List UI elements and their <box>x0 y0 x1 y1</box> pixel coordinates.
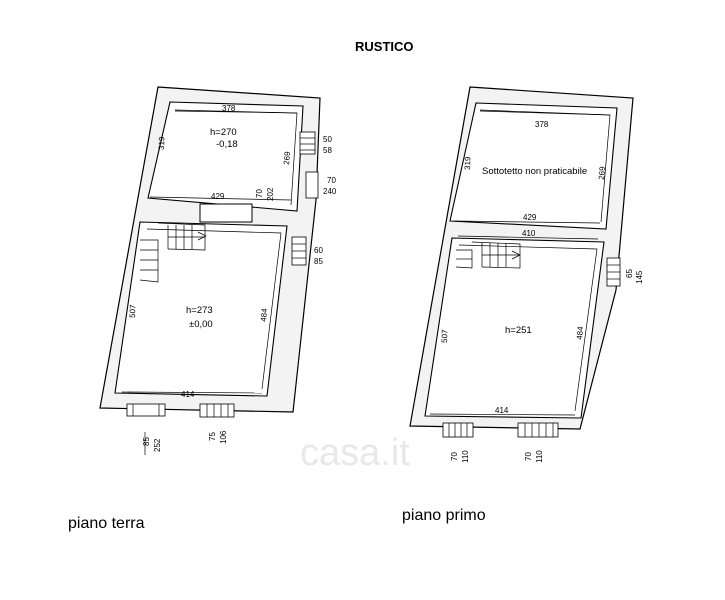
ground-top-room-level: -0,18 <box>216 139 238 150</box>
ground-dim-win1-h: 58 <box>323 146 332 155</box>
ground-dim-mid-v1: 70 <box>255 189 264 198</box>
first-main-room-height: h=251 <box>505 325 532 336</box>
first-attic-room <box>449 102 618 230</box>
first-dim-bwin2-h: 110 <box>535 450 544 463</box>
ground-dim-main-left: 507 <box>128 304 137 318</box>
ground-window-south-1 <box>126 403 166 417</box>
first-dim-top-right: 269 <box>597 166 607 181</box>
first-dim-main-left: 507 <box>440 329 449 343</box>
first-dim-bwin1-h: 110 <box>461 450 470 463</box>
ground-dim-bwin1-w: 85 <box>142 437 151 446</box>
ground-dim-bwin2-h: 106 <box>219 430 228 444</box>
ground-dim-bwin1-h: 252 <box>153 438 162 452</box>
ground-main-room-height: h=273 <box>186 305 213 316</box>
ground-stairs <box>139 222 207 283</box>
page-title: RUSTICO <box>355 39 414 54</box>
ground-dim-bwin2-w: 75 <box>208 432 217 441</box>
ground-dim-main-right: 484 <box>259 308 269 323</box>
ground-main-room-level: ±0,00 <box>189 319 213 330</box>
first-dim-side-win-w: 65 <box>625 269 634 278</box>
ground-dim-top-width: 378 <box>222 104 236 113</box>
ground-door-east <box>305 171 319 199</box>
ground-dim-top-bottom: 429 <box>211 192 225 201</box>
first-dim-main-top: 410 <box>522 229 536 238</box>
ground-partition <box>199 203 253 223</box>
ground-dim-top-left: 319 <box>157 136 166 150</box>
first-dim-top-width: 378 <box>535 120 549 129</box>
first-dim-bwin1-w: 70 <box>450 452 459 461</box>
ground-top-room-height: h=270 <box>210 127 237 138</box>
first-main-room <box>424 237 605 419</box>
first-stairs <box>455 241 521 269</box>
first-floor-caption: piano primo <box>402 507 486 524</box>
first-floor-plan <box>409 86 634 438</box>
ground-top-room <box>147 101 304 212</box>
first-dim-bwin2-w: 70 <box>524 452 533 461</box>
ground-window-east-1 <box>299 131 316 155</box>
first-window-south-2 <box>517 422 559 438</box>
first-dim-main-right: 484 <box>575 326 585 341</box>
ground-floor-plan <box>99 86 321 455</box>
first-dim-top-bottom: 429 <box>523 213 537 222</box>
first-attic-label: Sottotetto non praticabile <box>482 166 587 177</box>
ground-window-south-2 <box>199 403 235 418</box>
ground-dim-main-bottom: 414 <box>181 390 195 399</box>
ground-dim-door-w: 70 <box>327 176 336 185</box>
ground-dim-win1-w: 50 <box>323 135 332 144</box>
first-dim-top-left: 319 <box>463 156 472 170</box>
first-window-east <box>606 257 621 287</box>
ground-dim-win2-w: 60 <box>314 246 323 255</box>
ground-dim-top-right: 269 <box>282 151 292 166</box>
watermark: casa.it <box>300 432 410 474</box>
first-window-south-1 <box>442 422 474 438</box>
first-dim-side-win-h: 145 <box>635 270 644 284</box>
ground-dim-door-h: 240 <box>323 187 337 196</box>
ground-dim-mid-v2: 202 <box>266 187 275 201</box>
first-dim-main-bottom: 414 <box>495 406 509 415</box>
ground-window-east-2 <box>291 236 307 266</box>
ground-floor-caption: piano terra <box>68 515 145 532</box>
ground-dim-win2-h: 85 <box>314 257 323 266</box>
